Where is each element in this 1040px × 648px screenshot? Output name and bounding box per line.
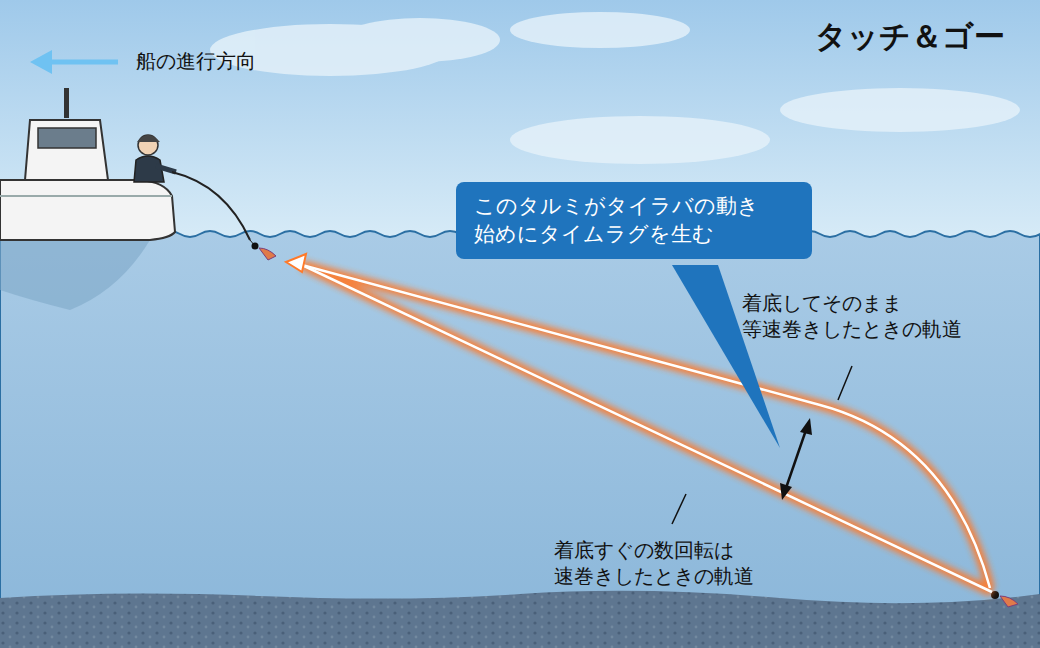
- trajectory-label: 着底してそのまま 等速巻きしたときの軌道: [742, 290, 1034, 342]
- trajectory-label: 着底すぐの数回転は 速巻きしたときの軌道: [554, 537, 846, 589]
- callout-text: このタルミがタイラバの動き 始めにタイムラグを生む: [474, 192, 794, 249]
- callout-bubble: このタルミがタイラバの動き 始めにタイムラグを生む: [456, 182, 812, 259]
- direction-label: 船の進行方向: [136, 48, 256, 74]
- diagram-title: タッチ＆ゴー: [815, 16, 1005, 56]
